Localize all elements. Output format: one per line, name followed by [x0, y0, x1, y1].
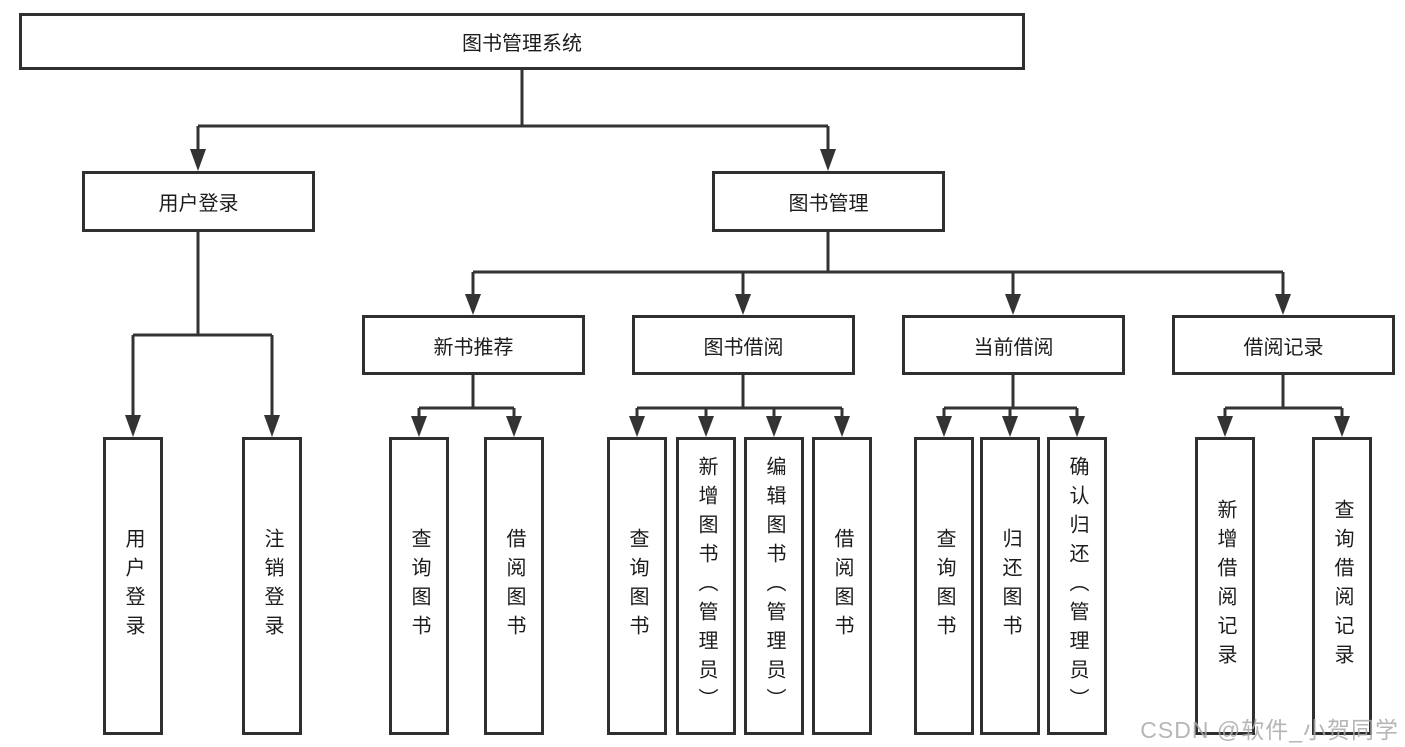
- leaf-query-books-borrowing: 查询图书: [607, 437, 667, 735]
- node-book-management: 图书管理: [712, 171, 945, 232]
- node-book-borrowing: 图书借阅: [632, 315, 855, 375]
- leaf-query-borrow-record: 查询借阅记录: [1312, 437, 1372, 735]
- node-user-login: 用户登录: [82, 171, 315, 232]
- node-label: 图书管理: [788, 193, 869, 215]
- leaf-return-books: 归还图书: [980, 437, 1040, 735]
- node-label: 借阅记录: [1243, 336, 1324, 359]
- node-label: 用户登录: [158, 193, 239, 215]
- leaf-logout: 注销登录: [242, 437, 302, 735]
- leaf-query-books-recommend: 查询图书: [389, 437, 449, 735]
- leaf-add-books-admin: 新增图书（管理员）: [676, 437, 736, 735]
- leaf-add-borrow-record: 新增借阅记录: [1195, 437, 1255, 735]
- node-label: 新书推荐: [433, 336, 514, 359]
- node-label: 当前借阅: [973, 336, 1054, 359]
- leaf-confirm-return-admin: 确认归还（管理员）: [1047, 437, 1107, 735]
- leaf-borrow-books: 借阅图书: [812, 437, 872, 735]
- node-borrowing-records: 借阅记录: [1172, 315, 1395, 375]
- node-label: 图书借阅: [703, 336, 784, 359]
- leaf-user-login: 用户登录: [103, 437, 163, 735]
- node-new-book-recommendation: 新书推荐: [362, 315, 585, 375]
- node-current-borrowing: 当前借阅: [902, 315, 1125, 375]
- node-library-management-system: 图书管理系统: [19, 13, 1025, 70]
- leaf-query-books-current: 查询图书: [914, 437, 974, 735]
- node-label: 图书管理系统: [462, 33, 582, 55]
- csdn-watermark: CSDN @软件_小贺同学: [1140, 717, 1399, 743]
- leaf-edit-books-admin: 编辑图书（管理员）: [744, 437, 804, 735]
- leaf-borrow-books-recommend: 借阅图书: [484, 437, 544, 735]
